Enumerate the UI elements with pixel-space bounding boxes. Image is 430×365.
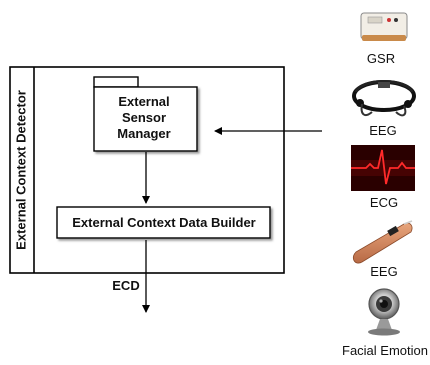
arm-sensor-icon <box>353 220 413 264</box>
sensor-manager-label-2: Sensor <box>122 110 166 125</box>
eeg-headset-icon <box>352 80 416 117</box>
sensor-manager-label-3: Manager <box>117 126 170 141</box>
external-sensor-manager: External Sensor Manager <box>93 76 198 152</box>
external-context-detector: External Context Detector <box>9 66 285 274</box>
data-builder-label: External Context Data Builder <box>72 215 256 230</box>
gsr-device-icon <box>360 12 408 41</box>
ecg-waveform-icon <box>351 145 415 191</box>
detector-title: External Context Detector <box>13 90 28 250</box>
sensor-label-ecg: ECG <box>370 195 398 210</box>
sensor-label-facial-emotion: Facial Emotion <box>342 343 428 358</box>
external-context-data-builder: External Context Data Builder <box>56 206 271 239</box>
webcam-icon <box>368 288 400 336</box>
sensor-label-gsr: GSR <box>367 51 395 66</box>
sensor-label-eeg-1: EEG <box>369 123 396 138</box>
sensor-manager-label-1: External <box>118 94 169 109</box>
ecd-label: ECD <box>112 278 139 293</box>
sensor-label-eeg-2: EEG <box>370 264 397 279</box>
